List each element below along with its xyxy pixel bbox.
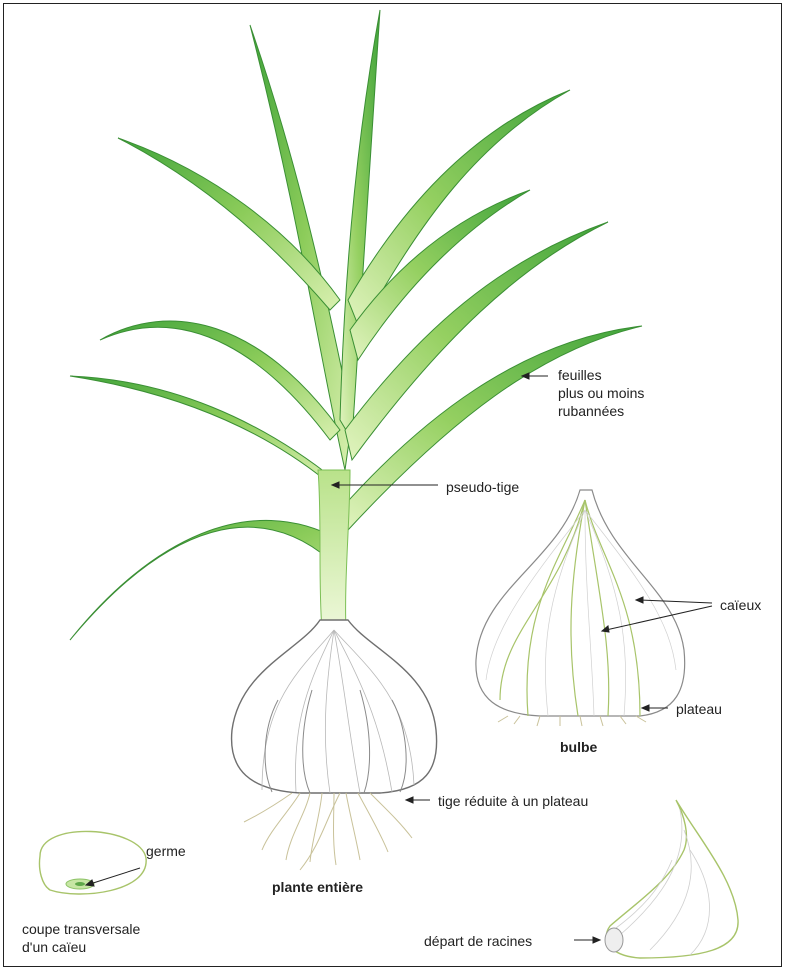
leaf — [340, 326, 642, 530]
bulb-label: bulbe — [560, 738, 597, 756]
cloves-label: caïeux — [720, 596, 761, 614]
leaves-label-line1: feuilles — [558, 366, 644, 384]
basal-plate-label: plateau — [676, 700, 722, 718]
germ-label: germe — [146, 842, 186, 860]
leaves-label-line3: rubannées — [558, 402, 644, 420]
leaves-label: feuilles plus ou moins rubannées — [558, 366, 644, 420]
pseudo-stem-label: pseudo-tige — [446, 478, 519, 496]
leaves-label-line2: plus ou moins — [558, 384, 644, 402]
cross-section-label-line1: coupe transversale — [22, 920, 140, 938]
root-start-base — [605, 928, 623, 952]
leaf — [100, 321, 340, 440]
whole-plant-label: plante entière — [272, 878, 363, 896]
cross-section-label: coupe transversale d'un caïeu — [22, 920, 140, 956]
cross-section-label-line2: d'un caïeu — [22, 938, 140, 956]
leaf — [70, 520, 340, 640]
reduced-stem-label: tige réduite à un plateau — [438, 792, 588, 810]
clove-detail — [605, 800, 738, 958]
bulb-detail-roots — [498, 716, 646, 726]
pseudo-stem — [318, 470, 350, 630]
bulb-detail — [476, 490, 685, 726]
leaf — [340, 10, 380, 440]
roots — [244, 793, 412, 870]
whole-plant — [70, 10, 642, 870]
root-start-label: départ de racines — [424, 932, 532, 950]
